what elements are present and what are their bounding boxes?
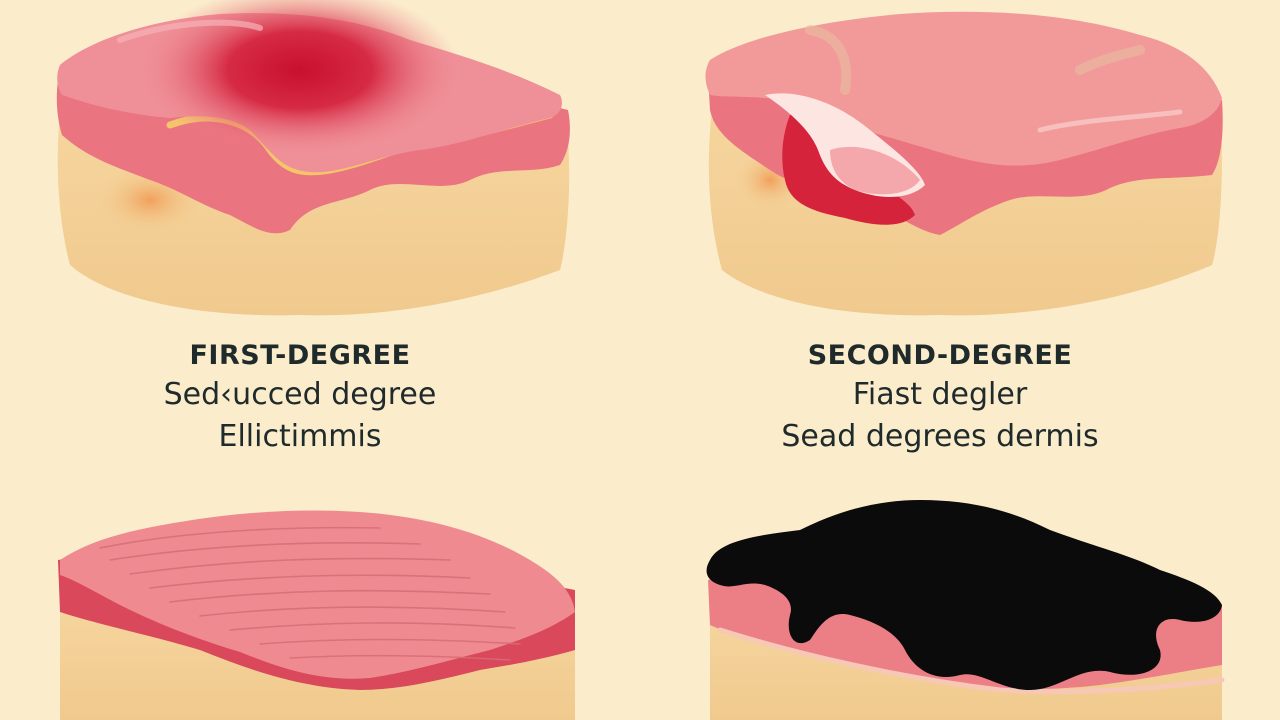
first-degree-skin-block xyxy=(56,0,570,316)
first-degree-label: FIRST-DEGREE Sed‹ucced degree Ellictimmi… xyxy=(140,338,460,458)
second-degree-label: SECOND-DEGREE Fiast degler Sead degrees … xyxy=(740,338,1140,458)
first-degree-line-2: Ellictimmis xyxy=(218,419,382,454)
epidermis-top xyxy=(60,510,575,679)
striation-lines xyxy=(99,526,521,661)
second-degree-title: SECOND-DEGREE xyxy=(807,340,1073,371)
fourth-panel-skin-block xyxy=(706,500,1225,720)
charred-tissue xyxy=(706,500,1222,690)
first-degree-line-1: Sed‹ucced degree xyxy=(163,377,437,412)
second-degree-skin-block xyxy=(705,11,1223,316)
second-degree-line-2: Sead degrees dermis xyxy=(781,419,1099,454)
first-degree-title: FIRST-DEGREE xyxy=(189,340,411,371)
third-panel-skin-block xyxy=(58,510,575,720)
second-degree-line-1: Fiast degler xyxy=(852,377,1028,412)
